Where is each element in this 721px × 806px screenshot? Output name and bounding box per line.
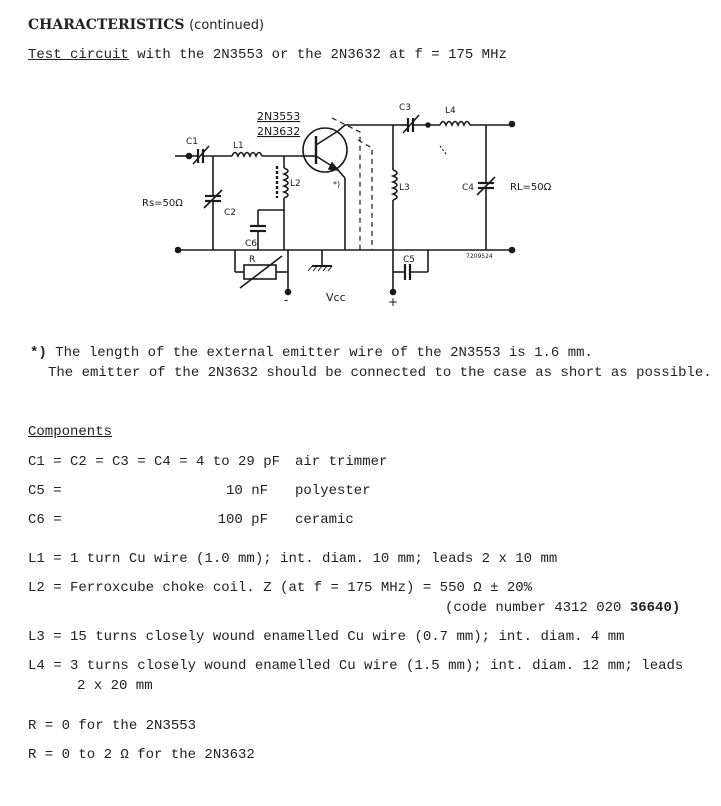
output-terminal-top	[508, 120, 516, 128]
label-emitter-mark: *)	[333, 180, 340, 189]
test-circuit-description: with the 2N3553 or the 2N3632 at f = 175…	[128, 47, 507, 63]
label-vcc-minus: -	[284, 293, 288, 307]
c2-trimmer-arrow	[203, 189, 223, 209]
label-rl: RL=50Ω	[510, 182, 552, 193]
l4-coil	[439, 120, 471, 128]
label-l1: L1	[233, 141, 244, 151]
transistor-collector	[315, 130, 339, 146]
l1-coil	[231, 151, 263, 159]
label-c2: C2	[224, 208, 236, 218]
label-vcc: Vcc	[326, 291, 346, 304]
c3-trimmer-arrow	[402, 114, 420, 134]
label-l4: L4	[445, 106, 456, 116]
label-c4: C4	[462, 183, 474, 193]
label-r: R	[249, 255, 255, 265]
label-c6: C6	[245, 239, 257, 249]
shield-dashed-2	[357, 139, 373, 250]
drawing-number: 7209524	[466, 253, 493, 260]
cap-row-2-value: 10 nF	[225, 483, 268, 499]
section-heading: CHARACTERISTICS (continued)	[28, 16, 264, 35]
components-heading: Components	[28, 424, 113, 440]
heading-title: CHARACTERISTICS	[28, 17, 185, 33]
label-vcc-plus: +	[388, 295, 398, 309]
c1-trimmer-arrow	[192, 145, 210, 165]
footnote-text-1: The length of the external emitter wire …	[46, 345, 593, 361]
vcc-plus-terminal	[389, 288, 397, 296]
label-c1: C1	[186, 137, 198, 147]
output-terminal-bottom	[508, 246, 516, 254]
l2-code-bold: 36640)	[629, 600, 681, 616]
label-l3: L3	[399, 183, 410, 193]
footnote-line-2: The emitter of the 2N3632 should be conn…	[48, 365, 712, 381]
footnote-marker: *)	[30, 345, 47, 361]
r-spec-2n3632: R = 0 to 2 Ω for the 2N3632	[28, 747, 255, 763]
l2-code-prefix: (code number 4312 020	[445, 600, 630, 616]
l3-coil	[390, 169, 398, 201]
cap-row-3-value: 100 pF	[217, 512, 268, 528]
l1-spec: L1 = 1 turn Cu wire (1.0 mm); int. diam.…	[28, 551, 558, 567]
cap-row-1-name: C1 = C2 = C3 = C4 = 4 to 29 pF	[28, 454, 281, 470]
l2-choke	[281, 167, 289, 199]
label-l2: L2	[290, 179, 301, 189]
cap-row-1-type: air trimmer	[295, 454, 388, 470]
cap-row-2-type: polyester	[295, 483, 371, 499]
label-2n3553: 2N3553	[257, 110, 300, 123]
l2-code-number: (code number 4312 020 36640)	[445, 599, 680, 617]
cap-row-3-type: ceramic	[295, 512, 354, 528]
l3-spec: L3 = 15 turns closely wound enamelled Cu…	[28, 629, 625, 645]
cap-row-2-name: C5 =	[28, 483, 62, 499]
test-circuit-caption: Test circuit with the 2N3553 or the 2N36…	[28, 46, 507, 64]
input-terminal-bottom	[174, 246, 182, 254]
l4-spec-line-2: 2 x 20 mm	[77, 678, 153, 694]
label-c5: C5	[403, 255, 415, 265]
label-2n3632: 2N3632	[257, 125, 300, 138]
label-rs: Rs=50Ω	[142, 198, 183, 209]
heading-continued: (continued)	[189, 18, 265, 33]
vcc-minus-terminal	[284, 288, 292, 296]
emitter-arrow	[327, 161, 340, 172]
resistor-r-arrow	[239, 255, 283, 289]
transistor-symbol	[302, 127, 348, 173]
c4-trimmer-arrow	[476, 176, 496, 196]
footnote-line-1: *) The length of the external emitter wi…	[30, 344, 593, 362]
test-circuit-label: Test circuit	[28, 47, 129, 63]
l4-spec-line-1: L4 = 3 turns closely wound enamelled Cu …	[28, 658, 684, 674]
input-terminal-top	[185, 152, 193, 160]
l2-spec: L2 = Ferroxcube choke coil. Z (at f = 17…	[28, 580, 533, 596]
r-spec-2n3553: R = 0 for the 2N3553	[28, 718, 197, 734]
cap-row-3-name: C6 =	[28, 512, 62, 528]
label-c3: C3	[399, 103, 411, 113]
shield-dashed-1	[331, 117, 361, 250]
